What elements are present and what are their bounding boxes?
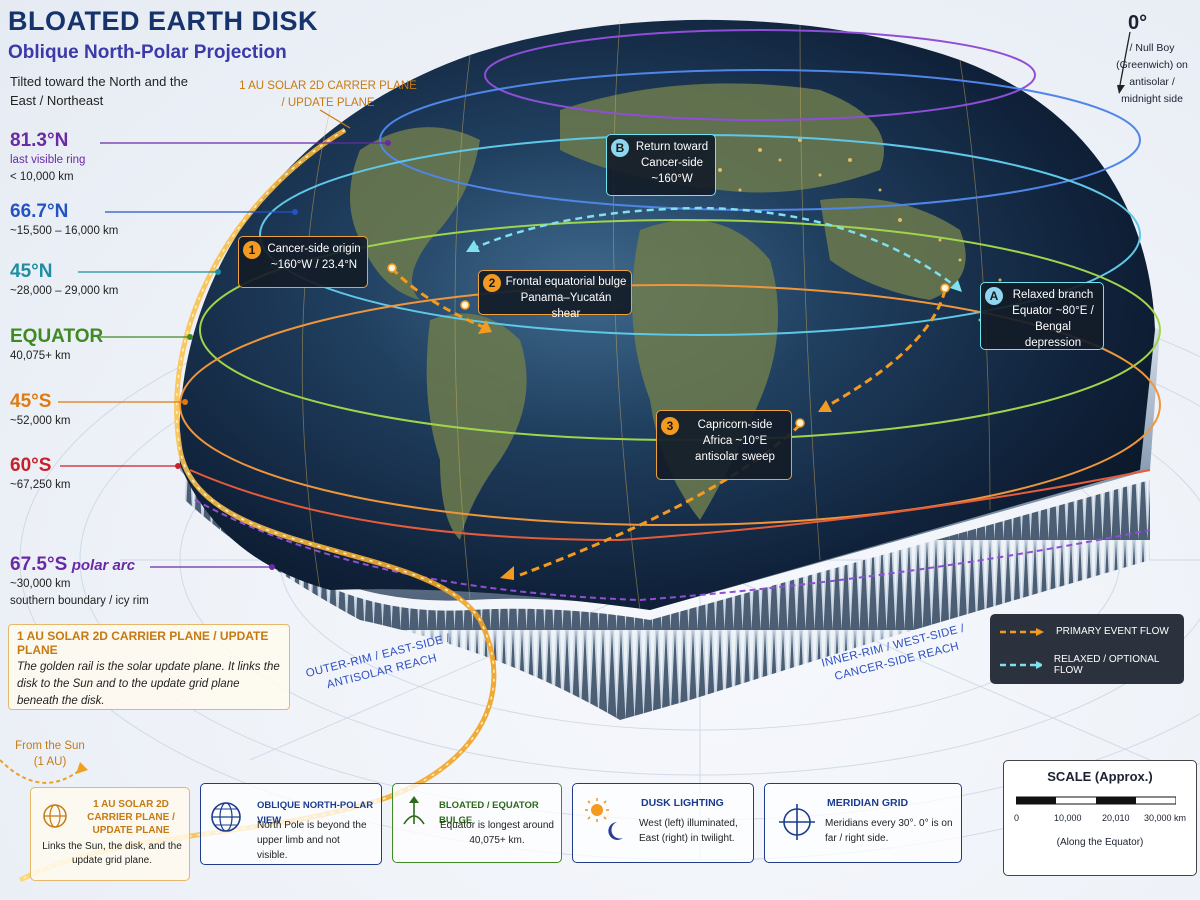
lat-sub: ~30,000 km: [10, 578, 71, 590]
anchor-dots: [387, 263, 950, 428]
lat-leaders: [58, 140, 391, 570]
info-body: Equator is longest around 40,075+ km.: [440, 820, 554, 846]
info-title: 1 AU SOLAR 2D CARRIER PLANE / UPDATE PLA…: [87, 799, 175, 836]
event-text: Capricorn-side Africa ~10°E antisolar sw…: [695, 419, 775, 463]
scale-box: SCALE (Approx.) 0 10,000 20,010 30,000 k…: [1003, 760, 1197, 876]
info-title: DUSK LIGHTING: [641, 797, 724, 809]
orange-dashed-arrow-icon: [1000, 627, 1044, 636]
badge-a: A: [985, 287, 1003, 305]
lat-label: 45°N: [10, 261, 53, 282]
event-box-3[interactable]: 3 Capricorn-side Africa ~10°E antisolar …: [656, 410, 792, 480]
scale-tick-3: 30,000 km: [1144, 813, 1187, 823]
lat-67s: 67.5°S polar arc ~30,000 km southern bou…: [10, 554, 149, 610]
event-box-1[interactable]: 1 Cancer-side origin ~160°W / 23.4°N: [238, 236, 368, 288]
lat-label: 60°S: [10, 455, 52, 476]
scale-bar: [1016, 796, 1176, 805]
event-box-b[interactable]: B Return toward Cancer-side ~160°W: [606, 134, 716, 196]
lat-extra: last visible ring: [10, 154, 86, 166]
lat-label: 45°S: [10, 391, 52, 412]
tilt-note: Tilted toward the North and the East / N…: [10, 74, 189, 108]
info-card-bulge: BLOATED / EQUATOR BULGE Equator is longe…: [392, 783, 562, 863]
lat-label: EQUATOR: [10, 326, 104, 347]
page-title: BLOATED EARTH DISK: [8, 6, 318, 36]
event-text: Return toward Cancer-side ~160°W: [635, 141, 709, 185]
lat-45s: 45°S ~52,000 km: [10, 391, 70, 430]
sun-moon-icon: [585, 798, 623, 840]
lat-sub: ~67,250 km: [10, 479, 71, 491]
page-subtitle: Oblique North-Polar Projection: [8, 42, 287, 63]
globe-grid-icon: [211, 802, 241, 832]
event-text: Cancer-side origin ~160°W / 23.4°N: [267, 243, 361, 271]
info-title: MERIDIAN GRID: [827, 797, 909, 809]
lat-equator: EQUATOR 40,075+ km: [10, 326, 103, 365]
scale-tick-0: 0: [1014, 813, 1020, 823]
badge-3: 3: [661, 417, 679, 435]
legend-relaxed: RELAXED / OPTIONAL FLOW: [1000, 654, 1184, 676]
info-body: Links the Sun, the disk, and the update …: [42, 841, 182, 866]
legend-relaxed-label: RELAXED / OPTIONAL FLOW: [1053, 654, 1160, 676]
badge-2: 2: [483, 274, 501, 292]
info-card-oblique: OBLIQUE NORTH-POLAR VIEW North Pole is b…: [200, 783, 382, 865]
scale-note: (Along the Equator): [1056, 837, 1144, 848]
info-title: OBLIQUE NORTH-POLAR VIEW: [257, 800, 374, 826]
crosshair-icon: [779, 804, 815, 840]
icy-rim: [180, 310, 1160, 720]
info-card-meridian: MERIDIAN GRID Meridians every 30°. 0° is…: [764, 783, 962, 863]
scale-tick-2: 20,010: [1102, 813, 1130, 823]
info-body: West (left) illuminated, East (right) in…: [639, 818, 738, 844]
carrier-box-body: The golden rail is the solar update plan…: [17, 661, 280, 707]
sun-label: From the Sun (1 AU): [15, 740, 85, 768]
event-box-a[interactable]: A Relaxed branch Equator ~80°E / Bengal …: [980, 282, 1104, 350]
legend-primary-label: PRIMARY EVENT FLOW: [1056, 626, 1169, 637]
cyan-dashed-arrow-icon: [1000, 661, 1042, 669]
lat-extra: polar arc: [71, 557, 136, 574]
lat-label: 81.3°N: [10, 130, 69, 151]
carrier-box-title: 1 AU SOLAR 2D CARRIER PLANE / UPDATE PLA…: [17, 629, 269, 657]
info-body: Meridians every 30°. 0° is on far / righ…: [825, 818, 953, 844]
scale-title: SCALE (Approx.): [1047, 769, 1153, 784]
zero-meridian-note: / Null Boy (Greenwich) on antisolar / mi…: [1116, 42, 1188, 105]
lat-81n: 81.3°N last visible ring < 10,000 km: [10, 130, 85, 186]
event-text: Frontal equatorial bulge Panama–Yucatán …: [505, 276, 627, 320]
info-card-carrier: 1 AU SOLAR 2D CARRIER PLANE / UPDATE PLA…: [30, 787, 190, 881]
scale-tick-1: 10,000: [1054, 813, 1082, 823]
info-card-dusk: DUSK LIGHTING West (left) illuminated, E…: [572, 783, 754, 863]
event-text: Relaxed branch Equator ~80°E / Bengal de…: [1012, 289, 1094, 349]
info-body: North Pole is beyond the upper limb and …: [257, 820, 367, 861]
flow-legend: PRIMARY EVENT FLOW RELAXED / OPTIONAL FL…: [990, 614, 1184, 684]
info-title: BLOATED / EQUATOR BULGE: [439, 800, 539, 826]
carrier-plane-box: 1 AU SOLAR 2D CARRIER PLANE / UPDATE PLA…: [8, 624, 290, 710]
lat-sub: ~52,000 km: [10, 415, 71, 427]
top-carrier-label: 1 AU SOLAR 2D CARRER PLANE / UPDATE PLAN…: [239, 80, 417, 109]
lat-66n: 66.7°N ~15,500 – 16,000 km: [10, 201, 118, 240]
lat-60s: 60°S ~67,250 km: [10, 455, 70, 494]
lat-sub: ~15,500 – 16,000 km: [10, 225, 119, 237]
lat-label: 66.7°N: [10, 201, 69, 222]
lat-sub: 40,075+ km: [10, 350, 71, 362]
badge-b: B: [611, 139, 629, 157]
event-box-2[interactable]: 2 Frontal equatorial bulge Panama–Yucatá…: [478, 270, 632, 320]
globe-icon: [43, 804, 67, 828]
legend-primary: PRIMARY EVENT FLOW: [1000, 626, 1169, 637]
badge-1: 1: [243, 241, 261, 259]
bulge-arrow-icon: [403, 796, 425, 825]
zero-meridian-value: 0°: [1128, 12, 1148, 34]
lat-sub2: southern boundary / icy rim: [10, 595, 149, 607]
lat-sub: ~28,000 – 29,000 km: [10, 285, 119, 297]
lat-label: 67.5°S: [10, 554, 68, 575]
lat-45n: 45°N ~28,000 – 29,000 km: [10, 261, 118, 300]
lat-sub: < 10,000 km: [10, 171, 74, 183]
relaxed-flow: [469, 206, 961, 291]
